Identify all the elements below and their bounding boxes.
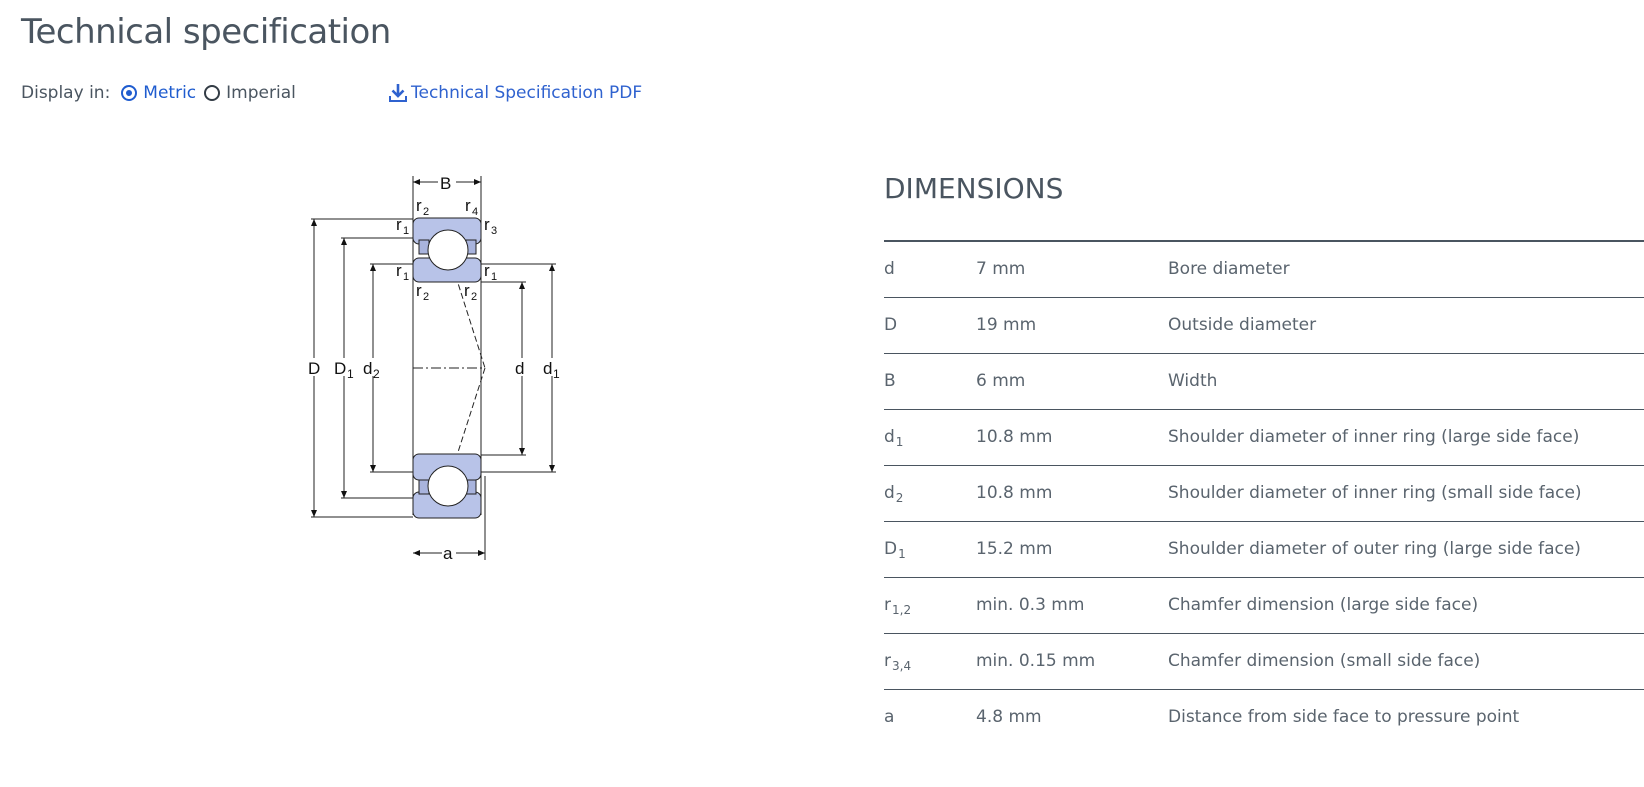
dim-label-D1-sub: 1 <box>347 367 354 381</box>
svg-text:2: 2 <box>423 291 429 303</box>
dim-value: 15.2 mm <box>976 539 1053 559</box>
dim-symbol: d <box>884 259 895 280</box>
table-row: D 19 mm Outside diameter <box>884 297 1644 353</box>
dim-symbol: D1 <box>884 539 906 561</box>
dim-description: Chamfer dimension (large side face) <box>1168 595 1479 615</box>
dim-symbol: r3,4 <box>884 651 912 673</box>
metric-radio-label: Metric <box>143 83 197 103</box>
r1-lower-left-label: r <box>396 261 402 280</box>
dim-label-a: a <box>443 544 453 560</box>
dim-value: 4.8 mm <box>976 707 1042 728</box>
dim-description: Shoulder diameter of inner ring (large s… <box>1168 427 1580 447</box>
dim-description: Width <box>1168 371 1218 391</box>
svg-text:2: 2 <box>423 206 429 218</box>
r2-lower-right-label: r <box>464 281 470 300</box>
svg-text:1: 1 <box>403 271 409 283</box>
table-row: D1 15.2 mm Shoulder diameter of outer ri… <box>884 521 1644 577</box>
svg-text:2: 2 <box>471 291 477 303</box>
dim-label-d: d <box>515 359 524 378</box>
dim-label-d1-sub: 1 <box>553 367 560 381</box>
dim-symbol: B <box>884 371 896 391</box>
dim-value: 10.8 mm <box>976 483 1053 503</box>
dim-symbol: r1,2 <box>884 595 912 617</box>
display-in-label: Display in: <box>21 83 111 103</box>
dim-symbol: a <box>884 707 895 728</box>
dim-value: 19 mm <box>976 315 1037 335</box>
display-units-selector: Display in: Metric Imperial <box>21 82 304 104</box>
dim-description: Chamfer dimension (small side face) <box>1168 651 1481 671</box>
table-row: a 4.8 mm Distance from side face to pres… <box>884 689 1644 745</box>
svg-text:4: 4 <box>472 206 478 218</box>
table-row: d 7 mm Bore diameter <box>884 241 1644 297</box>
imperial-radio[interactable]: Imperial <box>204 83 296 103</box>
table-row: B 6 mm Width <box>884 353 1644 409</box>
radio-checked-icon <box>121 85 138 101</box>
svg-text:3: 3 <box>491 225 497 237</box>
dim-value: 7 mm <box>976 259 1026 280</box>
r2-lower-left-label: r <box>416 281 422 300</box>
dim-symbol: D <box>884 315 898 335</box>
r3-label: r <box>484 215 490 234</box>
download-icon <box>389 84 407 102</box>
table-row: r1,2 min. 0.3 mm Chamfer dimension (larg… <box>884 577 1644 633</box>
radio-unchecked-icon <box>204 85 221 101</box>
dim-label-B: B <box>440 174 451 193</box>
r4-label: r <box>465 196 471 215</box>
dim-label-d2: d <box>363 359 372 378</box>
r1-upper-left-label: r <box>396 215 402 234</box>
dimensions-table: d 7 mm Bore diameter D 19 mm Outside dia… <box>884 240 1644 745</box>
metric-radio[interactable]: Metric <box>121 83 196 103</box>
dim-label-d2-sub: 2 <box>373 367 380 381</box>
page-title: Technical specification <box>21 12 391 52</box>
dim-description: Outside diameter <box>1168 315 1317 335</box>
dim-value: 6 mm <box>976 371 1026 391</box>
dim-symbol: d2 <box>884 483 904 505</box>
technical-specification-pdf-link[interactable]: Technical Specification PDF <box>389 82 642 104</box>
table-row: r3,4 min. 0.15 mm Chamfer dimension (sma… <box>884 633 1644 689</box>
dim-description: Shoulder diameter of inner ring (small s… <box>1168 483 1582 503</box>
dim-value: min. 0.15 mm <box>976 651 1096 671</box>
dim-description: Shoulder diameter of outer ring (large s… <box>1168 539 1581 559</box>
svg-text:1: 1 <box>403 225 409 237</box>
dimensions-title: DIMENSIONS <box>884 172 1064 205</box>
dim-label-D1: D <box>334 359 346 378</box>
pdf-link-label: Technical Specification PDF <box>411 83 643 103</box>
table-row: d1 10.8 mm Shoulder diameter of inner ri… <box>884 409 1644 465</box>
imperial-radio-label: Imperial <box>226 83 296 103</box>
dim-label-D: D <box>308 359 320 378</box>
svg-text:1: 1 <box>491 271 497 283</box>
dim-description: Distance from side face to pressure poin… <box>1168 707 1520 728</box>
bearing-cross-section-diagram: B a D D 1 d 2 d d 1 r 2 r 4 r 1 r 3 r 1 … <box>306 174 565 560</box>
r2-top-label: r <box>416 196 422 215</box>
r1-right-label: r <box>484 261 490 280</box>
dim-value: min. 0.3 mm <box>976 595 1085 615</box>
dim-symbol: d1 <box>884 427 904 449</box>
table-row: d2 10.8 mm Shoulder diameter of inner ri… <box>884 465 1644 521</box>
dim-label-d1: d <box>543 359 552 378</box>
dim-value: 10.8 mm <box>976 427 1053 447</box>
dim-description: Bore diameter <box>1168 259 1290 280</box>
